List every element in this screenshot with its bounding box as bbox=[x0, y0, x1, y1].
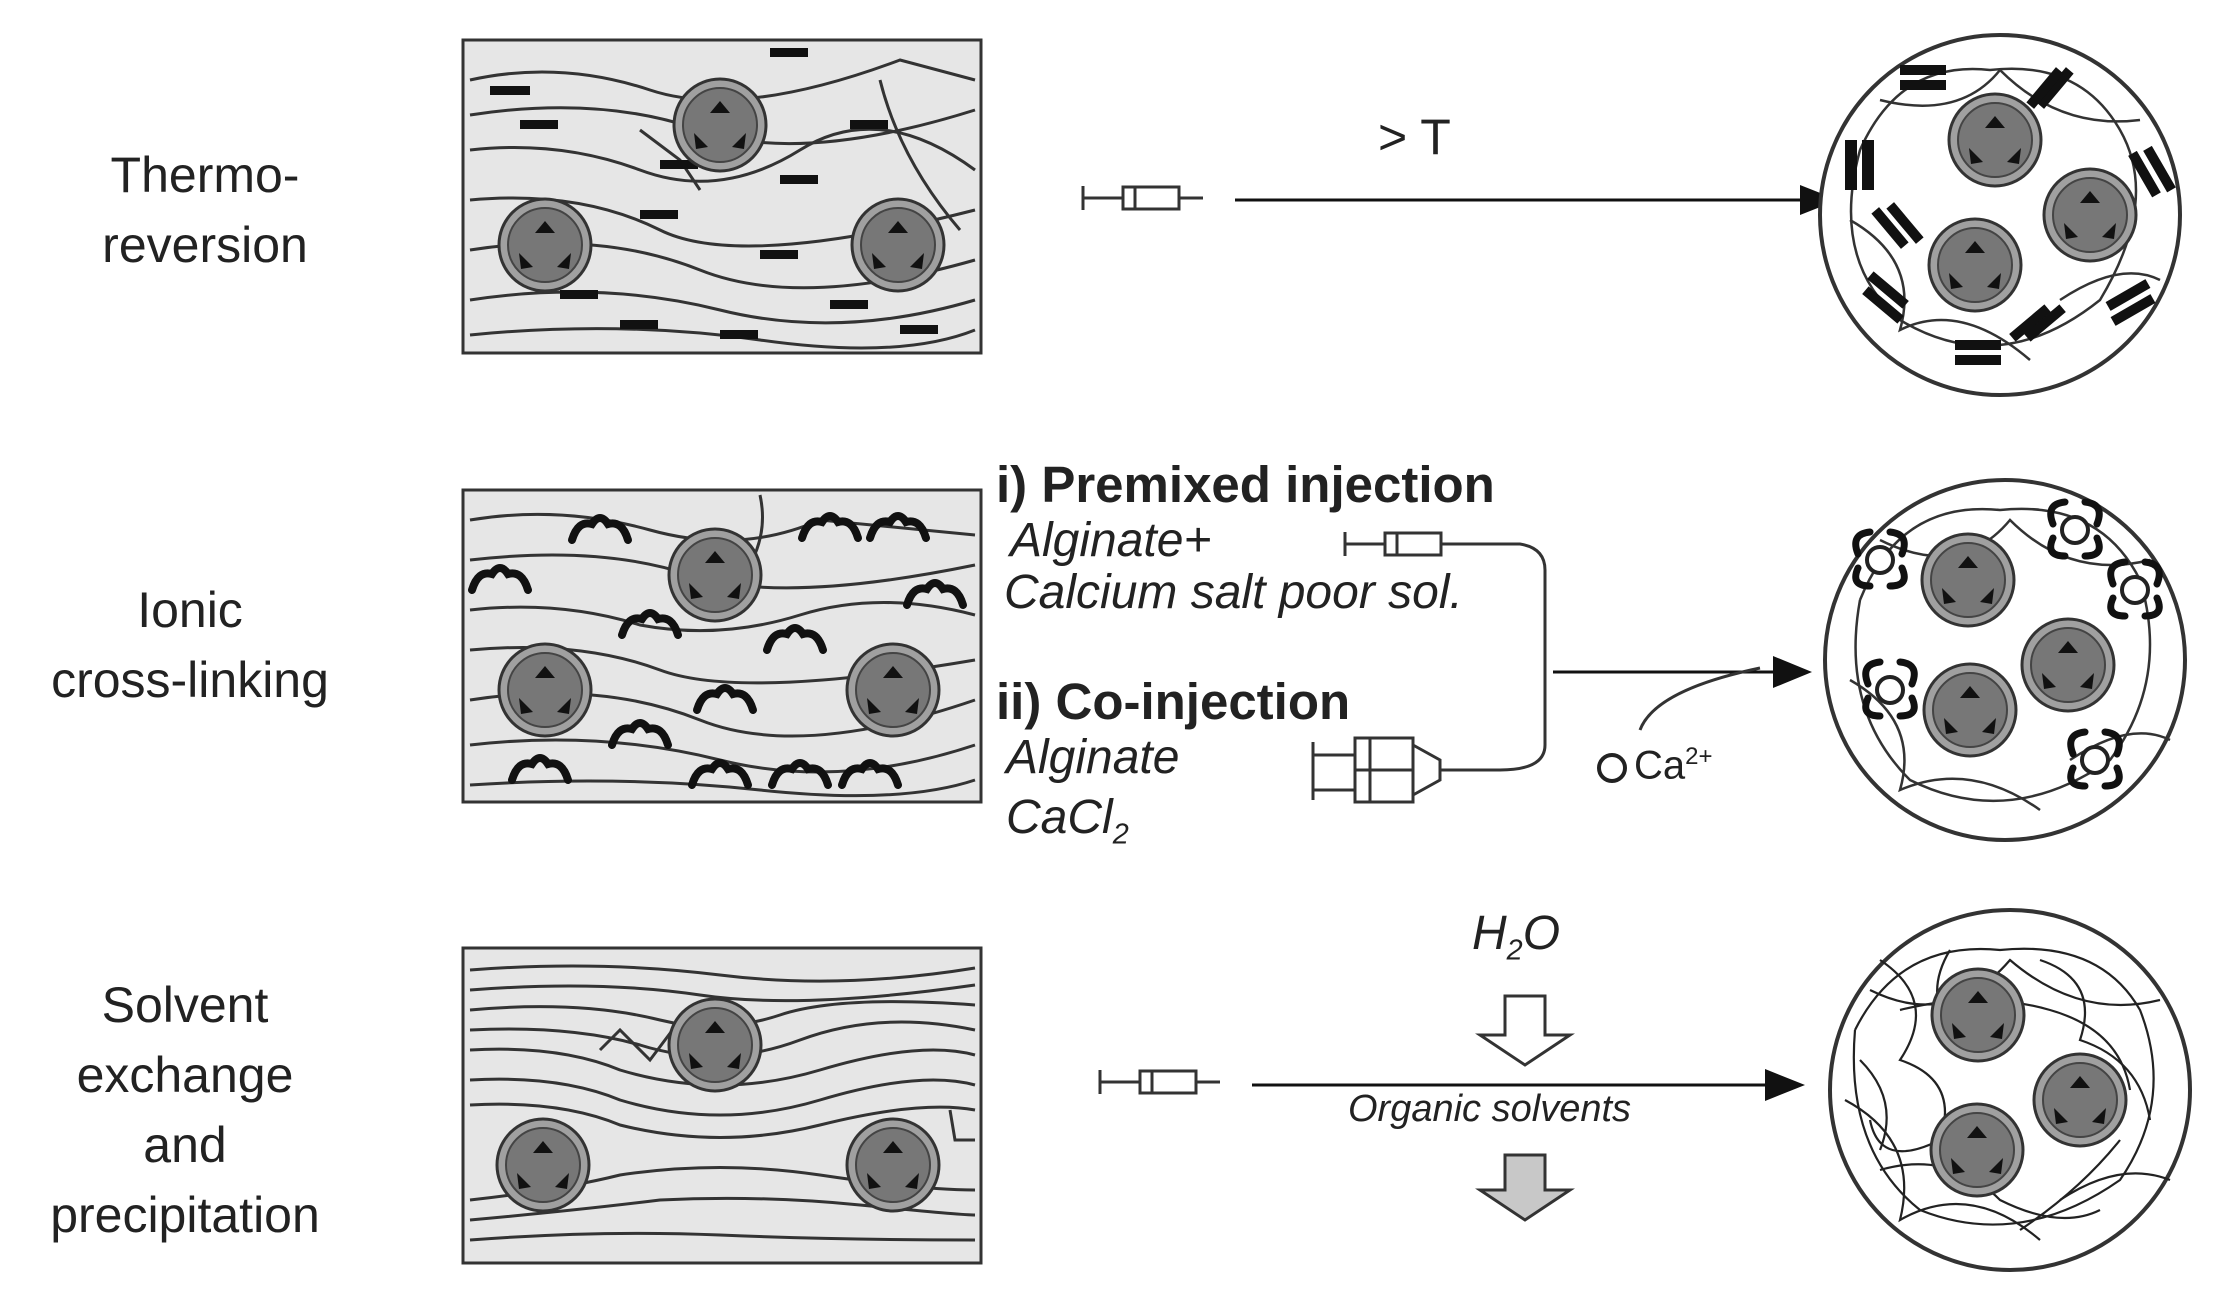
calcium-ion-icon bbox=[1597, 753, 1627, 783]
block-arrow-icon bbox=[1475, 1153, 1575, 1222]
coinjection-heading: ii) Co-injection bbox=[996, 673, 1351, 730]
row-label-thermoreversion: Thermo- reversion bbox=[60, 140, 350, 280]
thermoreversion-panel bbox=[461, 38, 983, 355]
syringe-icon bbox=[1081, 184, 1205, 212]
polymer-particle-icon bbox=[497, 642, 593, 738]
label-line: Solvent bbox=[101, 977, 269, 1033]
polymer-particle-icon bbox=[2032, 1052, 2128, 1148]
label-line: and bbox=[143, 1117, 227, 1173]
thermoreversion-result-sphere bbox=[1818, 33, 2182, 397]
label-line: Thermo- bbox=[110, 147, 300, 203]
polymer-particle-icon bbox=[1920, 532, 2016, 628]
polymer-particle-icon bbox=[672, 77, 768, 173]
polymer-particle-icon bbox=[845, 642, 941, 738]
label-line: Ionic bbox=[137, 582, 243, 638]
polymer-particle-icon bbox=[2020, 617, 2116, 713]
label-line: cross-linking bbox=[51, 652, 329, 708]
polymer-particle-icon bbox=[1930, 967, 2026, 1063]
temperature-condition-label: > T bbox=[1378, 109, 1451, 165]
polymer-particle-icon bbox=[1927, 217, 2023, 313]
arrow-head bbox=[1773, 656, 1812, 688]
ionic-crosslinking-panel bbox=[461, 488, 983, 804]
polymer-particle-icon bbox=[497, 197, 593, 293]
syringe-icon bbox=[1098, 1068, 1222, 1096]
ionic-crosslinking-result-sphere bbox=[1823, 478, 2187, 842]
solvent-exchange-result-sphere bbox=[1828, 908, 2192, 1272]
polymer-particle-icon bbox=[2042, 167, 2138, 263]
label-line: precipitation bbox=[50, 1187, 320, 1243]
coinjection-alginate-label: Alginate bbox=[1006, 731, 1180, 784]
water-label: H2O bbox=[1472, 907, 1561, 967]
polymer-particle-icon bbox=[845, 1117, 941, 1213]
premixed-calcium-label: Calcium salt poor sol. bbox=[1004, 566, 1463, 619]
block-arrow-icon bbox=[1475, 994, 1575, 1067]
dual-syringe-icon bbox=[1311, 736, 1470, 804]
syringe-icon bbox=[1343, 530, 1467, 558]
polymer-particle-icon bbox=[495, 1117, 591, 1213]
polymer-particle-icon bbox=[850, 197, 946, 293]
row-label-solvent-exchange: Solvent exchange and precipitation bbox=[15, 970, 355, 1250]
row-label-ionic-crosslinking: Ionic cross-linking bbox=[15, 575, 365, 715]
polymer-particle-icon bbox=[1922, 662, 2018, 758]
polymer-particle-icon bbox=[667, 527, 763, 623]
label-line: reversion bbox=[102, 217, 308, 273]
coinjection-cacl2-label: CaCl2 bbox=[1006, 791, 1129, 851]
solvent-exchange-panel bbox=[461, 946, 983, 1265]
premixed-injection-heading: i) Premixed injection bbox=[996, 456, 1495, 513]
ion-addition-line bbox=[1638, 666, 1761, 731]
polymer-particle-icon bbox=[1929, 1102, 2025, 1198]
injection-merge-bracket bbox=[1465, 542, 1547, 772]
arrow-head bbox=[1765, 1069, 1805, 1101]
polymer-particle-icon bbox=[1947, 92, 2043, 188]
organic-solvents-label: Organic solvents bbox=[1348, 1088, 1632, 1130]
polymer-particle-icon bbox=[667, 997, 763, 1093]
premixed-alginate-label: Alginate+ bbox=[1010, 514, 1212, 567]
label-line: exchange bbox=[76, 1047, 294, 1103]
calcium-ion-label: Ca2+ bbox=[1634, 743, 1713, 788]
